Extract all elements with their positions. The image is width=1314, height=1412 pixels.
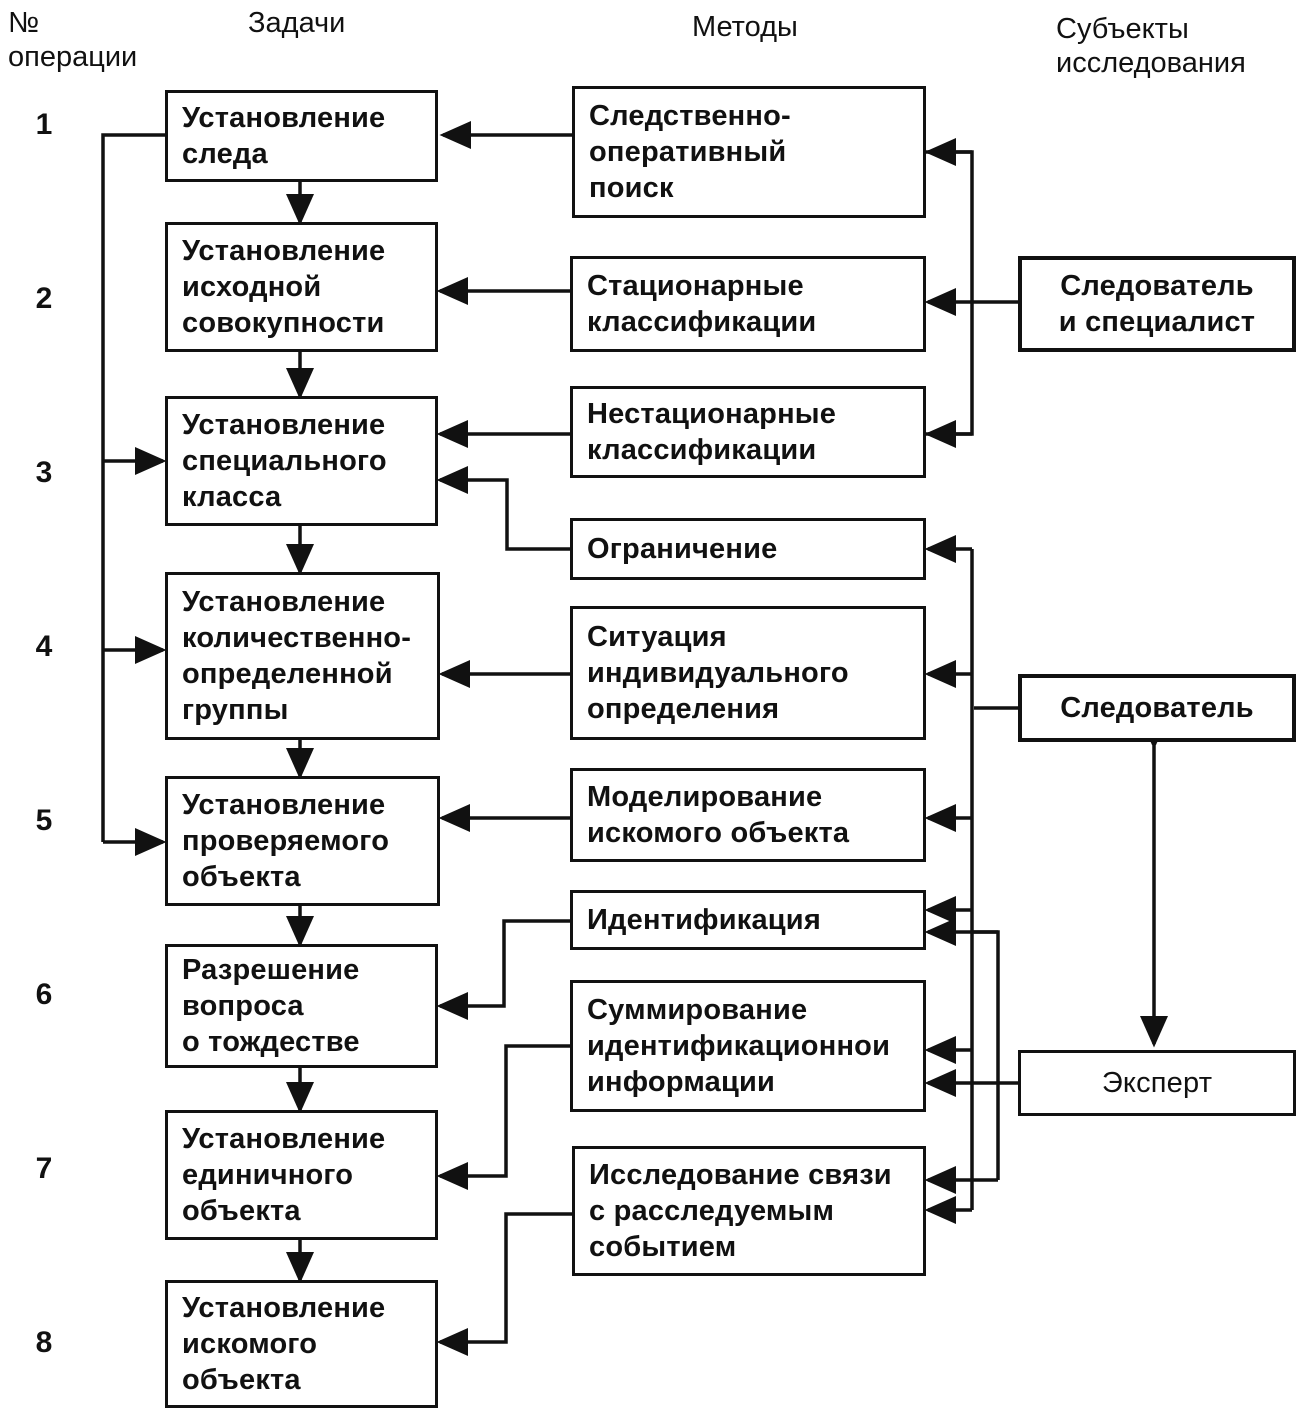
- task-box-8: Установление искомого объекта: [165, 1280, 438, 1408]
- method-box-4: Ограничение: [570, 518, 926, 580]
- arrow-m4-t3: [436, 466, 570, 551]
- task-label-1: Установление следа: [182, 102, 386, 170]
- op-number-2: 2: [35, 282, 53, 315]
- arrow-m7-t6: [436, 919, 570, 1020]
- subject-box-investigator-specialist: Следователь и специалист: [1018, 256, 1296, 352]
- op-number-1: 1: [35, 108, 53, 141]
- task-label-5: Установление проверяемого объекта: [182, 789, 390, 893]
- header-methods: Методы: [692, 11, 798, 43]
- method-label-1: Следственно- оперативный поиск: [589, 100, 791, 204]
- method-label-2: Стационарные классификации: [587, 270, 817, 338]
- arrow-m9-t8: [436, 1212, 572, 1356]
- task-label-3: Установление специального класса: [182, 409, 387, 513]
- method-box-7: Идентификация: [570, 890, 926, 950]
- op-number-5: 5: [35, 804, 53, 837]
- bypass-line: [101, 133, 165, 842]
- method-label-5: Ситуация индивидуального определения: [587, 621, 849, 725]
- op-number-6: 6: [35, 978, 53, 1011]
- op-number-4: 4: [35, 630, 53, 663]
- method-box-2: Стационарные классификации: [570, 256, 926, 352]
- method-label-7: Идентификация: [587, 904, 821, 936]
- op-number-3: 3: [35, 456, 53, 489]
- method-label-3: Нестационарные классификации: [587, 398, 837, 466]
- method-box-5: Ситуация индивидуального определения: [570, 606, 926, 740]
- method-box-6: Моделирование искомого объекта: [570, 768, 926, 862]
- op-number-8: 8: [35, 1326, 53, 1359]
- subject-label-investigator: Следователь: [1060, 692, 1254, 724]
- task-box-5: Установление проверяемого объекта: [165, 776, 440, 906]
- method-label-6: Моделирование искомого объекта: [587, 781, 850, 849]
- bus-subj1: [926, 150, 974, 436]
- method-label-4: Ограничение: [587, 533, 778, 565]
- op-number-7: 7: [35, 1152, 53, 1185]
- task-label-7: Установление единичного объекта: [182, 1123, 386, 1227]
- subject-label-investigator-specialist: Следователь и специалист: [1058, 270, 1256, 338]
- method-box-9: Исследование связи с расследуемым событи…: [572, 1146, 926, 1276]
- task-box-3: Установление специального класса: [165, 396, 438, 526]
- subject-box-investigator: Следователь: [1018, 674, 1296, 742]
- bus-expert: [972, 930, 1000, 1180]
- task-label-6: Разрешение вопроса о тождестве: [182, 954, 360, 1058]
- method-box-1: Следственно- оперативный поиск: [572, 86, 926, 218]
- task-label-8: Установление искомого объекта: [182, 1292, 386, 1396]
- subject-box-expert: Эксперт: [1018, 1050, 1296, 1116]
- method-label-9: Исследование связи с расследуемым событи…: [589, 1159, 892, 1263]
- header-op-number: № операции: [8, 7, 138, 73]
- arrow-m8-t7: [436, 1044, 570, 1190]
- task-box-6: Разрешение вопроса о тождестве: [165, 944, 438, 1068]
- task-label-2: Установление исходной совокупности: [182, 235, 386, 339]
- method-box-8: Суммирование идентификационнои информаци…: [570, 980, 926, 1112]
- method-box-3: Нестационарные классификации: [570, 386, 926, 478]
- header-tasks: Задачи: [248, 7, 346, 39]
- task-box-7: Установление единичного объекта: [165, 1110, 438, 1240]
- task-box-2: Установление исходной совокупности: [165, 222, 438, 352]
- method-label-8: Суммирование идентификационнои информаци…: [587, 994, 891, 1098]
- task-label-4: Установление количественно- определенной…: [182, 586, 412, 726]
- task-box-1: Установление следа: [165, 90, 438, 182]
- subject-label-expert: Эксперт: [1101, 1067, 1213, 1099]
- task-box-4: Установление количественно- определенной…: [165, 572, 440, 740]
- header-subjects: Субъекты исследования: [1056, 13, 1246, 79]
